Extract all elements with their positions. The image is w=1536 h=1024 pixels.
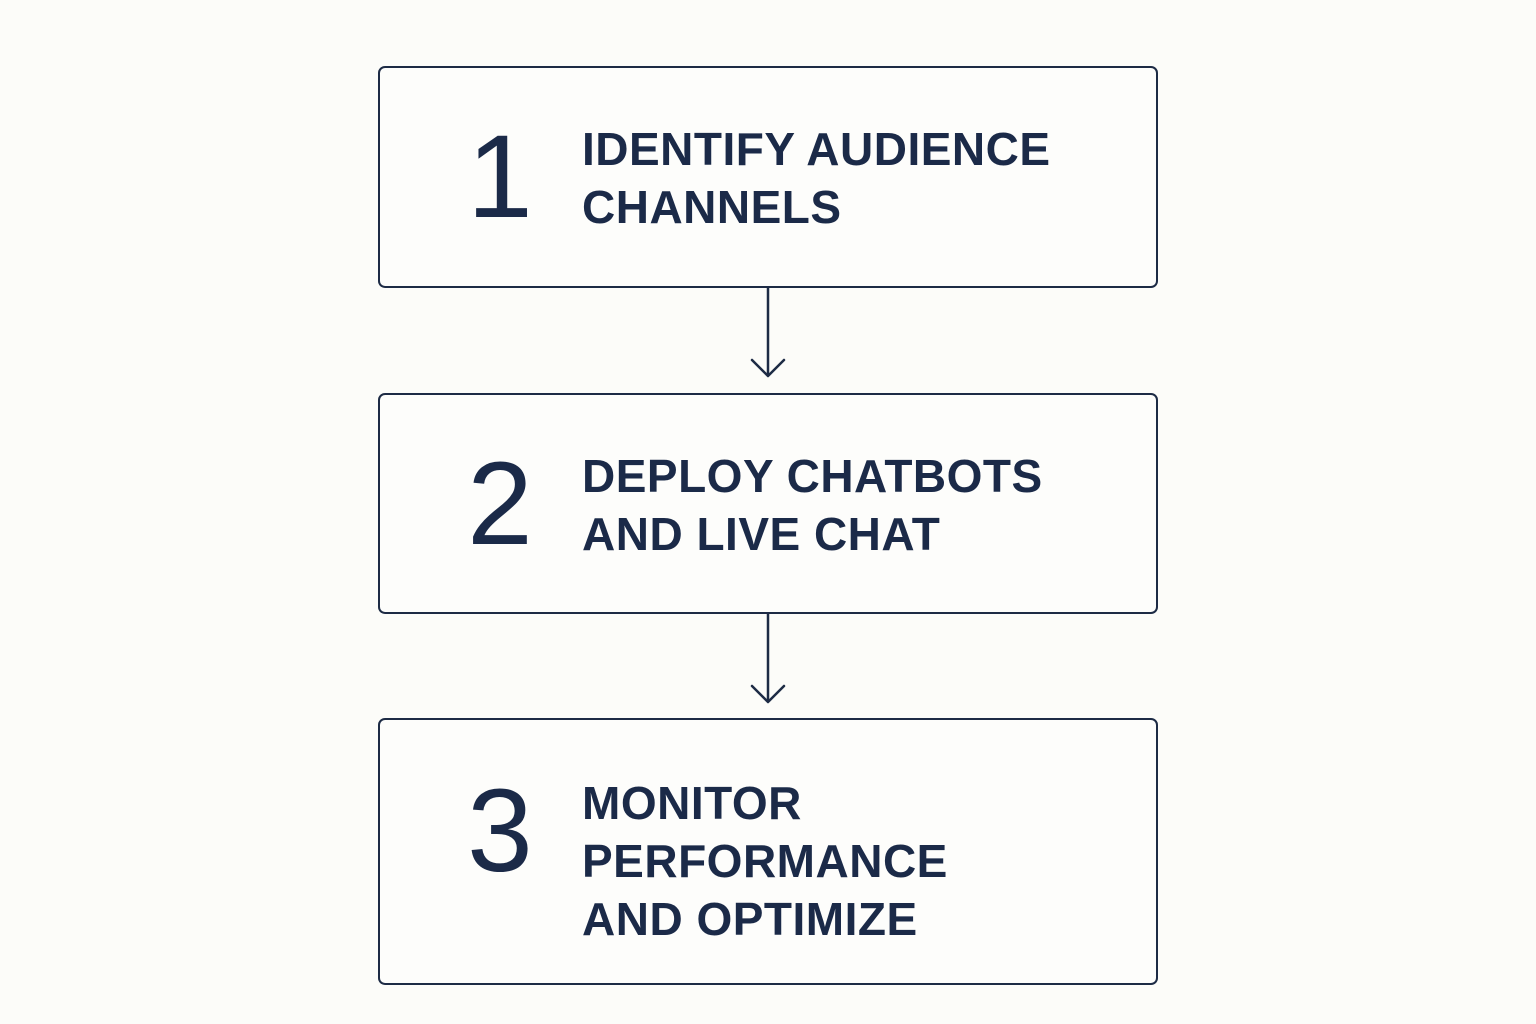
step-box-2: 2 DEPLOY CHATBOTS AND LIVE CHAT (378, 393, 1158, 614)
step-label-1-line-2: CHANNELS (582, 181, 842, 233)
down-arrow-icon (750, 614, 786, 704)
step-label-1: IDENTIFY AUDIENCE CHANNELS (582, 120, 1051, 236)
step-label-2-line-2: AND LIVE CHAT (582, 508, 941, 560)
step-number-2: 2 (467, 438, 533, 570)
step-label-3: MONITOR PERFORMANCE AND OPTIMIZE (582, 774, 948, 948)
step-box-3: 3 MONITOR PERFORMANCE AND OPTIMIZE (378, 718, 1158, 985)
step-label-3-line-2: PERFORMANCE (582, 835, 948, 887)
step-label-3-line-1: MONITOR (582, 777, 802, 829)
step-box-1: 1 IDENTIFY AUDIENCE CHANNELS (378, 66, 1158, 288)
down-arrow-icon (750, 288, 786, 378)
step-label-1-line-1: IDENTIFY AUDIENCE (582, 123, 1051, 175)
step-label-2-line-1: DEPLOY CHATBOTS (582, 450, 1043, 502)
step-number-1: 1 (467, 111, 533, 243)
step-label-2: DEPLOY CHATBOTS AND LIVE CHAT (582, 447, 1043, 563)
step-number-3: 3 (467, 765, 533, 897)
step-label-3-line-3: AND OPTIMIZE (582, 893, 918, 945)
